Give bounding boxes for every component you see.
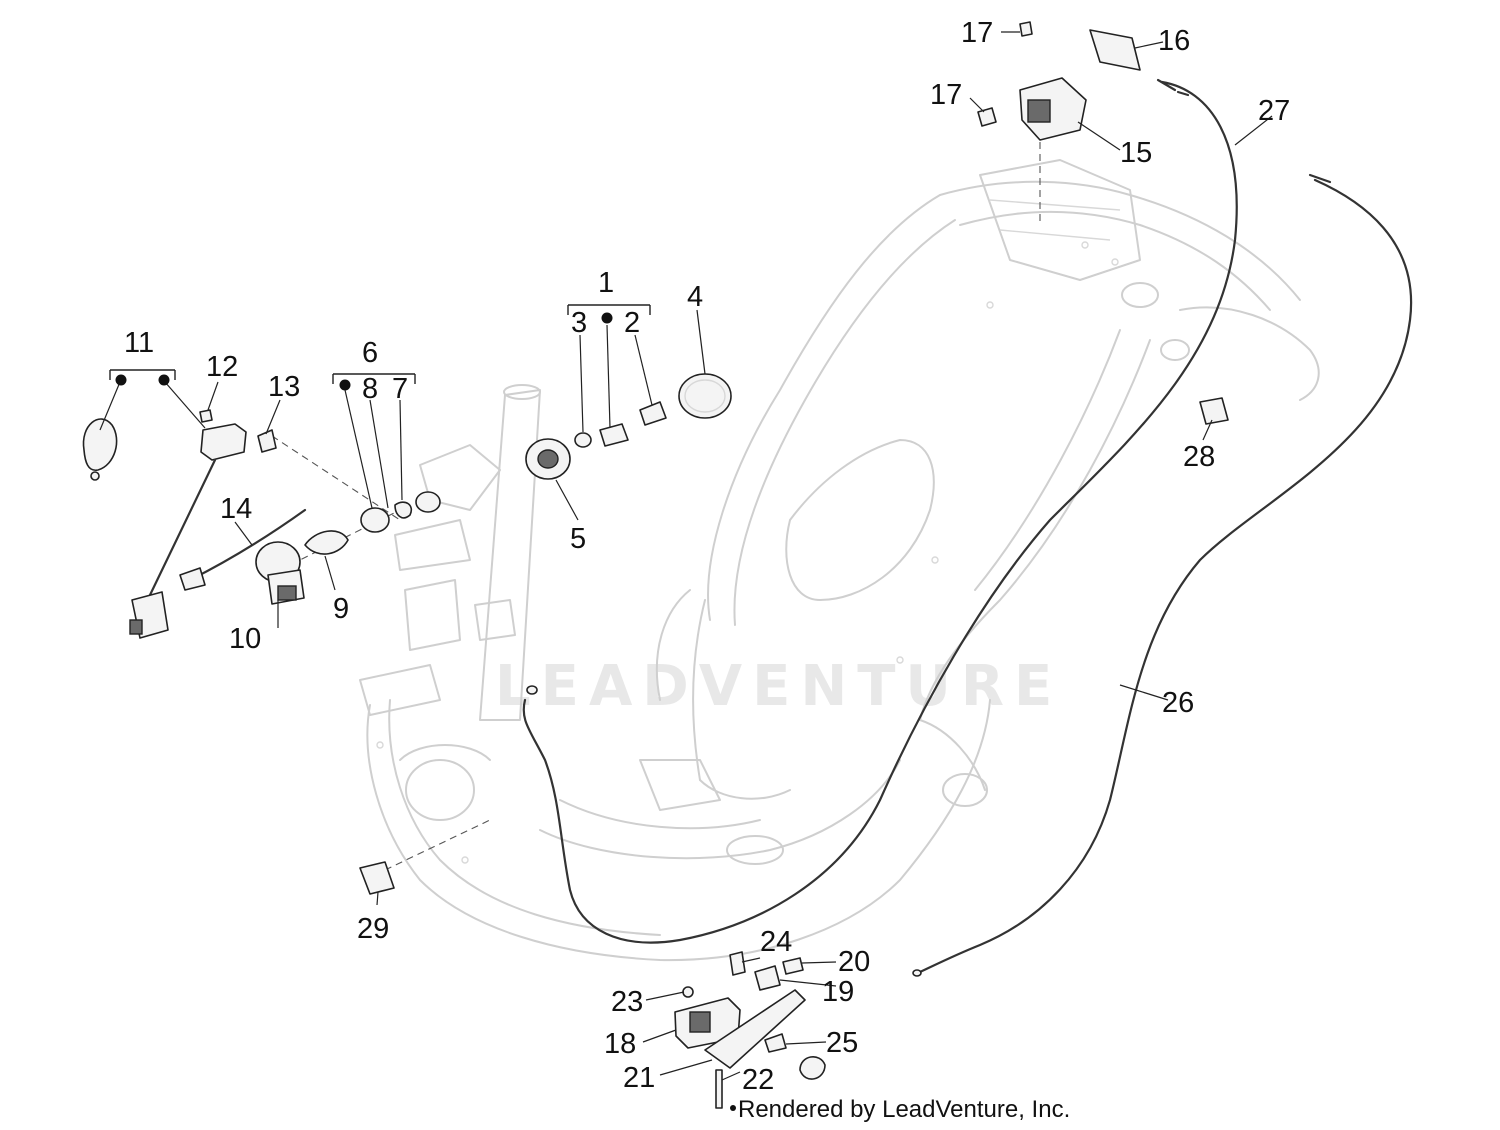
leaders	[99, 31, 1273, 1081]
label-7: 7	[392, 373, 408, 405]
callout-labels: 1 2 3 4 5 6 7 8 9 10 11 12 13 14 15 16 1…	[124, 17, 1290, 1096]
label-8: 8	[362, 373, 378, 405]
label-16: 16	[1158, 25, 1190, 57]
label-13: 13	[268, 371, 300, 403]
label-18: 18	[604, 1028, 636, 1060]
part-17-screw-top	[1019, 21, 1033, 37]
label-3: 3	[571, 307, 587, 339]
label-14: 14	[220, 493, 252, 525]
label-23: 23	[611, 986, 643, 1018]
label-1: 1	[598, 267, 614, 299]
label-9: 9	[333, 593, 349, 625]
part-9-clip	[304, 530, 349, 555]
part-2-cylinder	[599, 423, 629, 447]
part-14-cable-tie	[188, 508, 307, 582]
label-17-top: 17	[961, 17, 993, 49]
label-22: 22	[742, 1064, 774, 1096]
label-21: 21	[623, 1062, 655, 1094]
part-7	[394, 501, 413, 519]
part-12-screw	[199, 409, 213, 423]
part-11-key-fob	[82, 418, 118, 472]
label-10: 10	[229, 623, 261, 655]
watermark: LEADVENTURE	[495, 654, 1062, 719]
cables	[522, 78, 1413, 977]
credit-text: Rendered by LeadVenture, Inc.	[738, 1096, 1070, 1123]
part-21-plate	[704, 989, 806, 1069]
label-5: 5	[570, 523, 586, 555]
scooter-frame	[359, 159, 1320, 962]
cable-27	[522, 80, 1238, 944]
part-13-clip	[257, 429, 277, 453]
kit-markers	[115, 312, 613, 391]
label-17-left: 17	[930, 79, 962, 111]
part-17-screw-left	[977, 107, 997, 127]
part-8	[360, 507, 390, 533]
part-16-latch	[1089, 29, 1141, 71]
part-29-tab	[359, 861, 395, 895]
label-19: 19	[822, 976, 854, 1008]
part-11-receiver	[200, 423, 247, 461]
label-20: 20	[838, 946, 870, 978]
part-23-nut	[682, 986, 694, 998]
label-24: 24	[760, 926, 792, 958]
part-22-pin	[715, 1069, 723, 1109]
parts	[82, 21, 1229, 1109]
label-4: 4	[687, 281, 703, 313]
label-12: 12	[206, 351, 238, 383]
label-26: 26	[1162, 687, 1194, 719]
part-25-clip	[764, 1033, 787, 1053]
label-29: 29	[357, 913, 389, 945]
part-24-bolt	[729, 951, 746, 976]
label-11: 11	[124, 327, 154, 359]
cable-26	[918, 178, 1413, 974]
label-15: 15	[1120, 137, 1152, 169]
part-15-seat-lock	[1019, 77, 1087, 141]
label-28: 28	[1183, 441, 1215, 473]
label-27: 27	[1258, 95, 1290, 127]
part-28-clip	[1199, 397, 1229, 425]
part-20-adjuster	[782, 957, 804, 975]
part-3-ring	[574, 432, 592, 448]
label-25: 25	[826, 1027, 858, 1059]
label-2: 2	[624, 307, 640, 339]
part-19-clamp	[754, 965, 781, 991]
label-6: 6	[362, 337, 378, 369]
